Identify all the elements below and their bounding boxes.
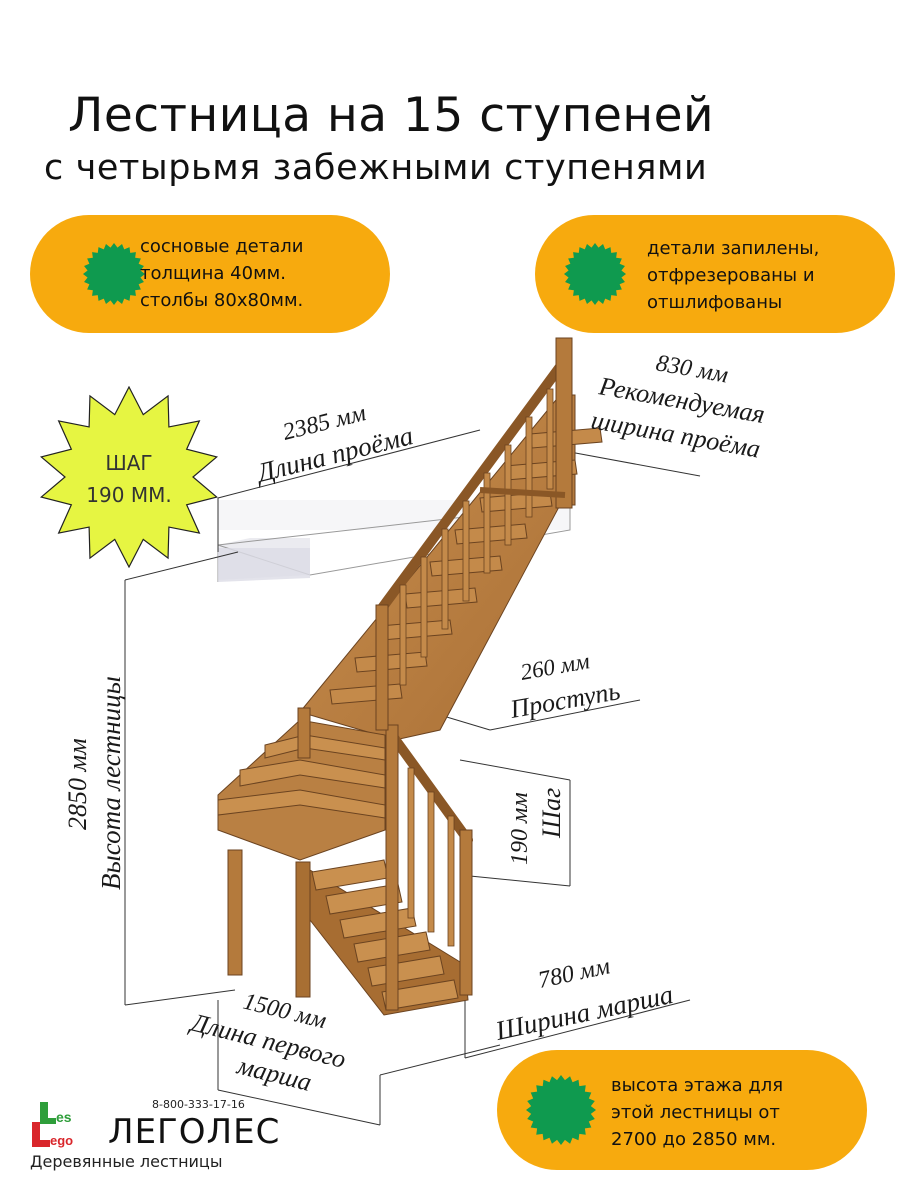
badge-line: толщина 40мм. <box>140 263 286 284</box>
tread-value: 260 мм <box>519 648 592 685</box>
badge-seal-icon <box>564 243 626 305</box>
starburst-line: 190 ММ. <box>86 483 172 507</box>
height-value: 2850 мм <box>63 738 92 830</box>
height-label: Высота лестницы <box>96 676 126 890</box>
badge-line: отфрезерованы и <box>647 265 815 286</box>
lower-step <box>381 979 459 1011</box>
company-phone[interactable]: 8-800-333-17-16 <box>152 1098 245 1111</box>
upper-baluster <box>504 444 512 546</box>
badge-line: 2700 до 2850 мм. <box>611 1129 777 1150</box>
step-value: 190 мм <box>507 792 533 865</box>
upper-baluster <box>420 556 428 658</box>
lower-step <box>325 883 403 915</box>
badge-material: сосновые детали толщина 40мм. столбы 80х… <box>30 215 390 333</box>
upper-baluster <box>441 528 449 630</box>
page-subtitle: с четырьмя забежными ступенями <box>44 148 708 188</box>
lower-baluster <box>427 791 435 933</box>
badge-floor-height-text: высота этажа для этой лестницы от 2700 д… <box>611 1072 783 1153</box>
company-name: ЛЕГОЛЕС <box>108 1112 281 1152</box>
lower-baluster <box>407 767 415 919</box>
badge-seal-icon <box>526 1075 596 1145</box>
step-label: Шаг <box>537 788 566 839</box>
badge-processing: детали запилены, отфрезерованы и отшлифо… <box>535 215 895 333</box>
starburst-text: ШАГ 190 ММ. <box>38 447 220 511</box>
page-title: Лестница на 15 ступеней <box>68 88 715 143</box>
upper-baluster <box>546 388 554 490</box>
badge-floor-height: высота этажа для этой лестницы от 2700 д… <box>497 1050 867 1170</box>
logo-mark-bottom: ego <box>50 1133 73 1148</box>
lower-baluster <box>447 815 455 947</box>
winder-step <box>239 759 386 789</box>
badge-line: столбы 80х80мм. <box>140 290 304 311</box>
logo-mark-top: es <box>56 1109 72 1125</box>
company-tagline: Деревянные лестницы <box>30 1152 223 1171</box>
winder-step <box>217 789 386 819</box>
badge-material-text: сосновые детали толщина 40мм. столбы 80х… <box>140 233 303 314</box>
badge-line: сосновые детали <box>140 236 304 257</box>
flight-width-label: Ширина марша <box>492 979 676 1046</box>
badge-line: детали запилены, <box>647 238 820 259</box>
lower-step <box>311 859 389 891</box>
company-logo-icon: es ego <box>32 1102 73 1148</box>
upper-baluster <box>483 472 491 574</box>
staircase-body <box>217 337 603 1016</box>
upper-baluster <box>399 584 407 686</box>
badge-line: этой лестницы от <box>611 1102 780 1123</box>
flight-width-value: 780 мм <box>536 953 612 994</box>
dimension-annotations: 2385 мм Длина проёма 830 мм Рекомендуема… <box>63 350 767 1097</box>
step-starburst <box>39 386 219 568</box>
dimension-lines <box>124 429 701 1126</box>
badge-processing-text: детали запилены, отфрезерованы и отшлифо… <box>647 235 819 316</box>
upper-baluster <box>462 500 470 602</box>
badge-line: отшлифованы <box>647 292 783 313</box>
starburst-line: ШАГ <box>105 451 153 475</box>
badge-line: высота этажа для <box>611 1075 784 1096</box>
upper-baluster <box>525 416 533 518</box>
badge-seal-icon <box>83 243 145 305</box>
